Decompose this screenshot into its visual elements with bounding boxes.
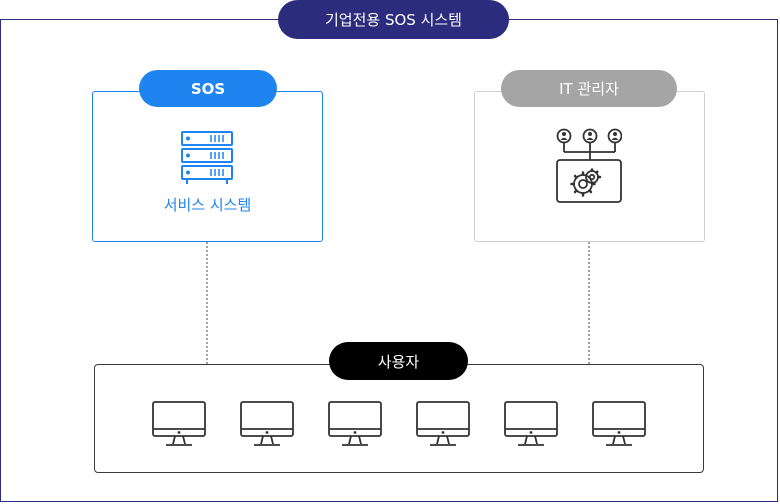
desktop-monitor-icon	[240, 401, 294, 446]
desktop-monitor-icon	[416, 401, 470, 446]
sos-to-users-connector	[206, 242, 208, 364]
sos-box	[92, 91, 323, 242]
user-terminals	[152, 401, 646, 447]
desktop-monitor-icon	[504, 401, 558, 446]
users-header: 사용자	[329, 342, 468, 380]
desktop-monitor-icon	[328, 401, 382, 446]
users-box	[94, 364, 704, 473]
it-admin-header: IT 관리자	[501, 70, 677, 107]
desktop-monitor-icon	[152, 401, 206, 446]
page-title: 기업전용 SOS 시스템	[278, 0, 509, 39]
service-system-label: 서비스 시스템	[163, 196, 252, 214]
server-rack-icon	[181, 131, 233, 184]
sos-header: SOS	[139, 70, 277, 107]
admin-gear-panel-icon	[556, 128, 622, 203]
it-admin-box	[474, 91, 705, 242]
desktop-monitor-icon	[592, 401, 646, 446]
it-to-users-connector	[588, 242, 590, 364]
